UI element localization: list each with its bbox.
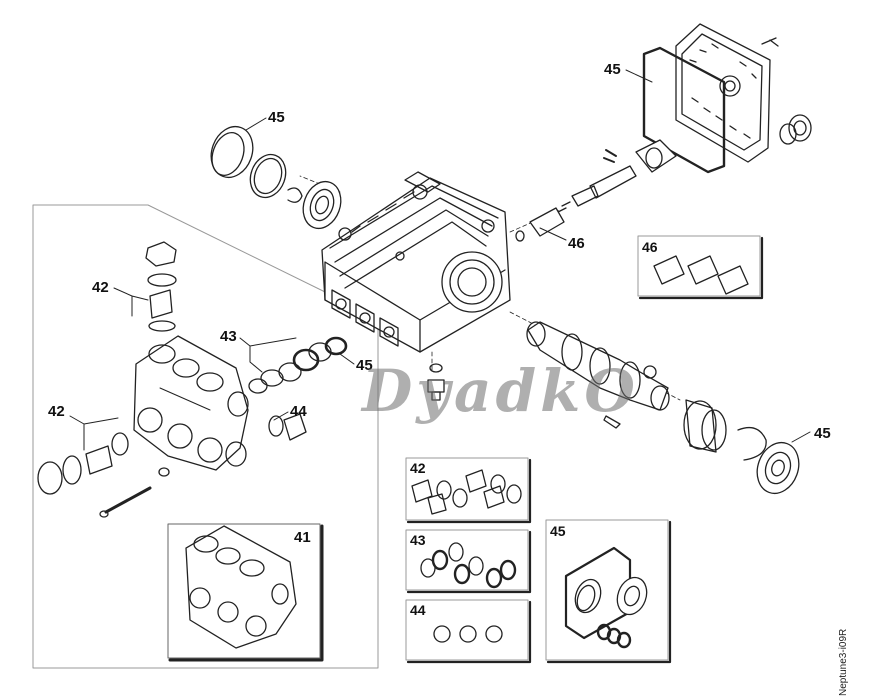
callout-41: 41 [294, 529, 311, 546]
leader [113, 287, 149, 317]
manifold-head [133, 335, 249, 471]
crankcase [321, 171, 511, 353]
manifold-group-frame [32, 204, 379, 669]
callout-43: 43 [220, 328, 237, 345]
kit-box-45 [545, 519, 672, 664]
drain-plug [427, 363, 445, 401]
leader [539, 227, 567, 241]
callout-44: 44 [290, 403, 307, 420]
bearing-and-seal [683, 399, 800, 495]
leader [273, 411, 289, 421]
leader [69, 415, 119, 451]
plug-44 [268, 413, 307, 441]
leader [625, 69, 653, 83]
callout-45-right: 45 [814, 425, 831, 442]
callout-42-left: 42 [48, 403, 65, 420]
connecting-rod-assembly [515, 139, 677, 242]
kit-box-43 [405, 529, 532, 594]
kit-label-46: 46 [642, 239, 658, 255]
kit-label-42: 42 [410, 460, 426, 476]
inset-41 [167, 523, 324, 662]
leader [791, 431, 811, 443]
kit-box-44 [405, 599, 532, 664]
bolt [99, 467, 170, 518]
valve-top [145, 241, 177, 332]
rear-cover [642, 23, 812, 174]
drawing-code: Neptune3-i09R [838, 628, 849, 696]
crankshaft [526, 321, 670, 429]
kit-box-42 [405, 457, 532, 524]
oil-seal-cap [210, 125, 342, 230]
callout-45-gasket: 45 [604, 61, 621, 78]
callout-45-cap: 45 [268, 109, 285, 126]
leader [239, 337, 297, 373]
watermark: DyadkO [362, 357, 639, 425]
callout-46: 46 [568, 235, 585, 252]
callout-45-mid: 45 [356, 357, 373, 374]
leader [339, 353, 355, 365]
kit-label-44: 44 [410, 602, 426, 618]
kit-label-45: 45 [550, 523, 566, 539]
valve-left [37, 432, 129, 495]
leader [245, 117, 267, 131]
kit-box-46 [637, 235, 764, 300]
packing-seals-43 [248, 336, 348, 394]
kit-label-43: 43 [410, 532, 426, 548]
callout-42-top: 42 [92, 279, 109, 296]
